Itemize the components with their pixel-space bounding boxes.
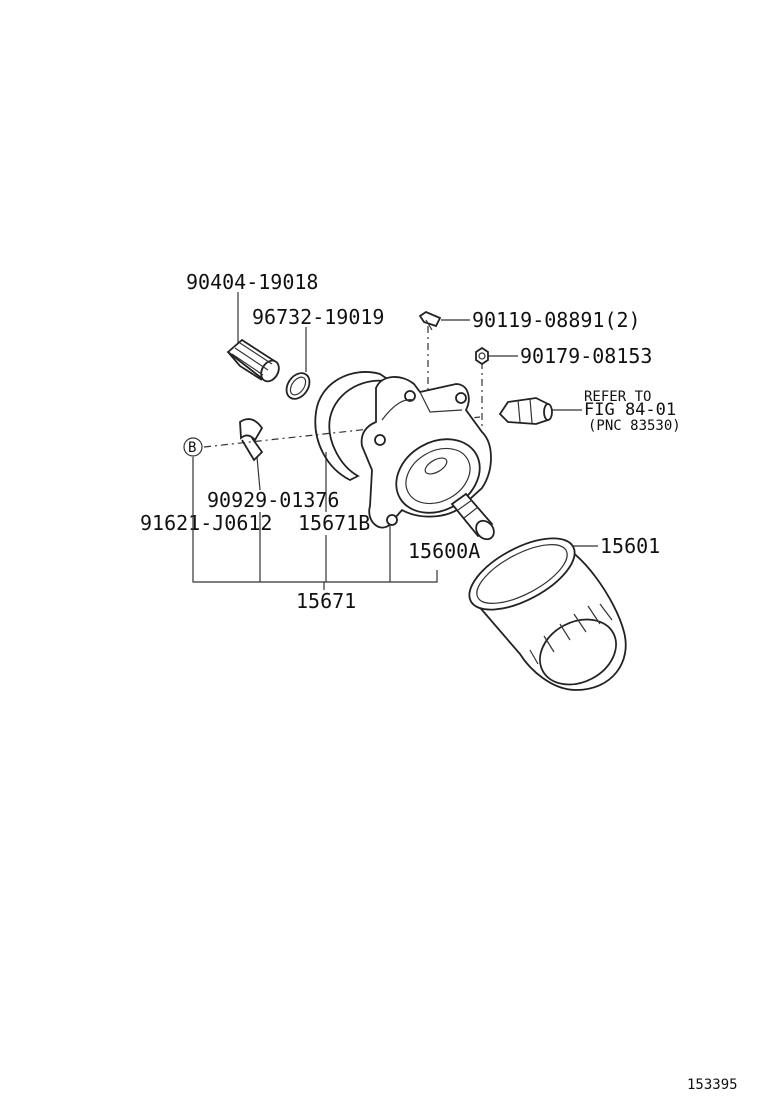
label-15671: 15671 bbox=[296, 589, 356, 613]
oil-filter-part bbox=[468, 537, 627, 691]
callout-b-marker: B bbox=[183, 437, 203, 457]
label-91621-J0612: 91621-J0612 bbox=[140, 511, 272, 535]
union-bolt-part bbox=[450, 492, 495, 541]
pressure-sensor-part bbox=[498, 397, 553, 425]
clip-part bbox=[239, 418, 264, 462]
label-15671B: 15671B bbox=[298, 511, 370, 535]
refer-line-3: (PNC 83530) bbox=[588, 418, 681, 434]
refer-line-2: FIG 84-01 bbox=[584, 400, 676, 420]
label-90929-01376: 90929-01376 bbox=[207, 488, 339, 512]
leader-lines bbox=[192, 292, 598, 590]
callout-b-letter: B bbox=[188, 440, 196, 456]
refer-line-1: REFER TO bbox=[584, 389, 651, 405]
o-ring-part bbox=[285, 372, 311, 400]
drain-plug-part bbox=[226, 338, 280, 383]
nut-part bbox=[475, 346, 489, 366]
label-90119-08891: 90119-08891(2) bbox=[472, 308, 641, 332]
label-90404-19018: 90404-19018 bbox=[186, 270, 318, 294]
label-15600A: 15600A bbox=[408, 539, 480, 563]
bracket-housing-part bbox=[360, 376, 492, 529]
center-lines bbox=[203, 326, 483, 448]
figure-number: 153395 bbox=[687, 1077, 738, 1093]
label-96732-19019: 96732-19019 bbox=[252, 305, 384, 329]
gasket-part bbox=[314, 371, 393, 482]
bolt-part bbox=[418, 310, 442, 331]
label-90179-08153: 90179-08153 bbox=[520, 344, 652, 368]
label-15601: 15601 bbox=[600, 534, 660, 558]
